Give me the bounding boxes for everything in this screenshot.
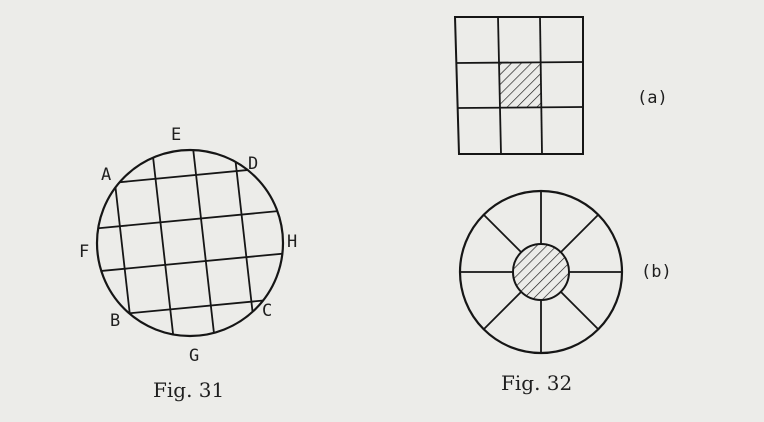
fig32a-grid-line: [539, 16, 543, 155]
fig31-label-b: B: [110, 311, 120, 331]
fig32a-grid-line: [497, 16, 502, 155]
fig31-label-h: H: [287, 232, 297, 252]
fig32b-hatched-center: [512, 243, 570, 301]
fig32a-grid-line: [455, 61, 584, 64]
fig31-circle: [95, 148, 285, 338]
fig31-grid-line: [97, 251, 283, 274]
fig31-label-g: G: [189, 346, 199, 366]
fig31-caption: Fig. 31: [153, 378, 224, 402]
fig32b-diagram: (b) Fig. 32: [458, 189, 672, 395]
fig31-label-a: A: [101, 165, 111, 185]
fig31-grid-line: [190, 150, 218, 336]
fig32b-label: (b): [641, 262, 672, 282]
fig31-grid-line: [97, 164, 283, 187]
fig32b-spoke: [483, 291, 522, 330]
fig32-caption: Fig. 32: [501, 371, 572, 395]
fig32a-grid-line: [457, 106, 584, 109]
fig31-diagram: E A D F H B C G Fig. 31: [79, 125, 297, 402]
fig31-grid-line: [149, 150, 177, 336]
fig31-label-c: C: [262, 301, 272, 321]
fig32a-label: (a): [637, 88, 668, 108]
fig32b-spoke: [483, 214, 522, 253]
fig31-label-d: D: [248, 154, 258, 174]
fig32b-spoke: [560, 214, 599, 253]
fig32b-spoke: [560, 291, 599, 330]
fig32a-diagram: (a): [453, 16, 668, 155]
fig31-label-e: E: [171, 125, 181, 145]
fig31-label-f: F: [79, 242, 89, 262]
fig31-grid-line: [97, 208, 283, 231]
fig32a-hatched-cell: [500, 63, 541, 107]
